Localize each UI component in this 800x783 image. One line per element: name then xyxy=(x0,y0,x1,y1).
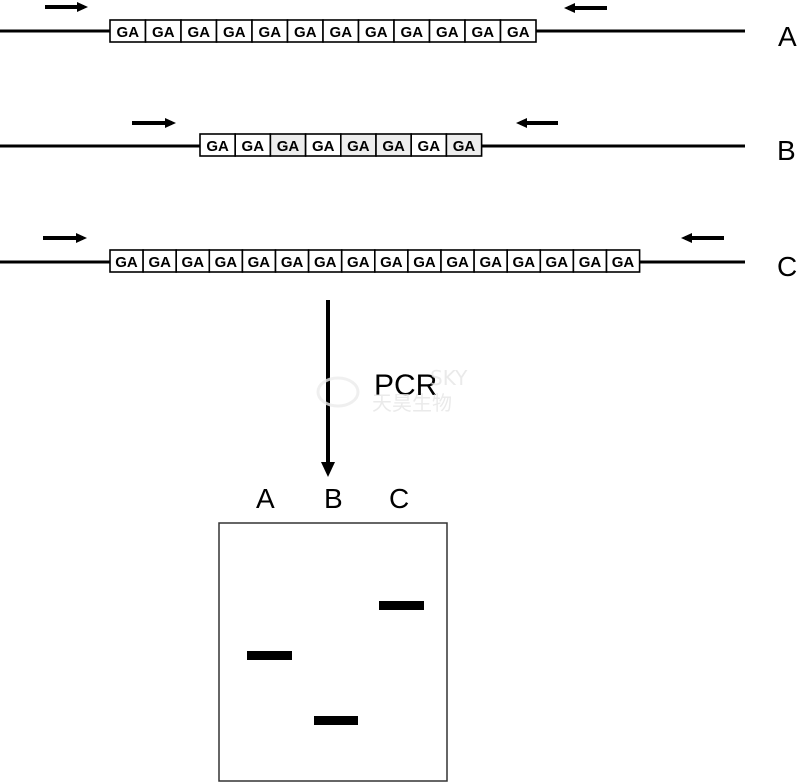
repeat-unit-label-c: GA xyxy=(446,254,469,271)
forward-primer-arrow-b xyxy=(132,118,176,128)
gel: A B C xyxy=(218,483,448,782)
repeat-block-a: GA GA GA GA GA GA GA GA GA GA GA GA xyxy=(109,19,537,43)
repeat-unit-label-a: GA xyxy=(472,24,495,41)
gel-band-c xyxy=(379,601,424,610)
repeat-unit-label-c: GA xyxy=(347,254,370,271)
gel-band-b xyxy=(314,716,358,725)
reverse-primer-arrow-b xyxy=(516,118,558,128)
construct-label-c: C xyxy=(777,251,797,282)
repeat-unit-label-c: GA xyxy=(612,254,635,271)
repeat-unit-label-a: GA xyxy=(294,24,317,41)
repeat-unit-label-c: GA xyxy=(281,254,304,271)
construct-c: GA GA GA GA GA GA GA GA GA GA GA GA GA GA GA GA C xyxy=(0,233,797,282)
repeat-unit-label-b: GA xyxy=(453,138,476,155)
repeat-unit-box-c xyxy=(605,249,641,273)
pcr-label: PCR xyxy=(374,369,437,402)
repeat-unit-label-c: GA xyxy=(148,254,171,271)
gel-band-a xyxy=(247,651,292,660)
repeat-unit-label-a: GA xyxy=(365,24,388,41)
watermark-logo: SKY 天昊生物 xyxy=(316,366,468,415)
construct-a: GA GA GA GA GA GA GA GA GA GA GA GA A xyxy=(0,2,797,52)
pcr-process-arrow xyxy=(321,300,335,477)
repeat-unit-label-c: GA xyxy=(579,254,602,271)
repeat-unit-label-c: GA xyxy=(182,254,205,271)
repeat-unit-label-c: GA xyxy=(513,254,536,271)
reverse-primer-arrow-a xyxy=(564,3,607,13)
repeat-unit-label-a: GA xyxy=(507,24,530,41)
repeat-unit-label-b: GA xyxy=(418,138,441,155)
forward-primer-arrow-c xyxy=(43,233,87,243)
repeat-unit-label-a: GA xyxy=(152,24,175,41)
repeat-unit-box-a xyxy=(499,19,537,43)
lane-label-b: B xyxy=(324,483,343,514)
repeat-unit-label-c: GA xyxy=(479,254,502,271)
repeat-unit-box-b xyxy=(445,133,483,157)
forward-primer-arrow-a xyxy=(45,2,88,12)
construct-label-a: A xyxy=(778,21,797,52)
repeat-unit-label-a: GA xyxy=(223,24,246,41)
construct-label-b: B xyxy=(777,135,796,166)
watermark-text-cn: 天昊生物 xyxy=(372,391,452,415)
repeat-unit-label-b: GA xyxy=(277,138,300,155)
repeat-unit-label-a: GA xyxy=(259,24,282,41)
repeat-unit-label-c: GA xyxy=(248,254,271,271)
repeat-unit-label-c: GA xyxy=(115,254,138,271)
repeat-block-b: GA GA GA GA GA GA GA GA xyxy=(199,133,483,157)
repeat-unit-label-a: GA xyxy=(188,24,211,41)
repeat-unit-label-b: GA xyxy=(242,138,265,155)
repeat-block-c: GA GA GA GA GA GA GA GA GA GA GA GA GA GA GA GA xyxy=(109,249,641,273)
repeat-unit-label-a: GA xyxy=(436,24,459,41)
construct-b: GA GA GA GA GA GA GA GA B xyxy=(0,118,796,166)
watermark-text-en: SKY xyxy=(430,366,468,390)
repeat-unit-label-c: GA xyxy=(413,254,436,271)
repeat-unit-label-b: GA xyxy=(347,138,370,155)
repeat-unit-label-b: GA xyxy=(206,138,229,155)
lane-label-a: A xyxy=(256,483,275,514)
repeat-unit-label-c: GA xyxy=(314,254,337,271)
repeat-unit-label-b: GA xyxy=(382,138,405,155)
repeat-unit-label-a: GA xyxy=(401,24,424,41)
repeat-unit-label-a: GA xyxy=(330,24,353,41)
repeat-unit-label-c: GA xyxy=(546,254,569,271)
lane-label-c: C xyxy=(389,483,409,514)
repeat-unit-label-a: GA xyxy=(117,24,140,41)
repeat-unit-label-c: GA xyxy=(215,254,238,271)
repeat-unit-label-c: GA xyxy=(380,254,403,271)
repeat-unit-label-b: GA xyxy=(312,138,335,155)
reverse-primer-arrow-c xyxy=(681,233,724,243)
